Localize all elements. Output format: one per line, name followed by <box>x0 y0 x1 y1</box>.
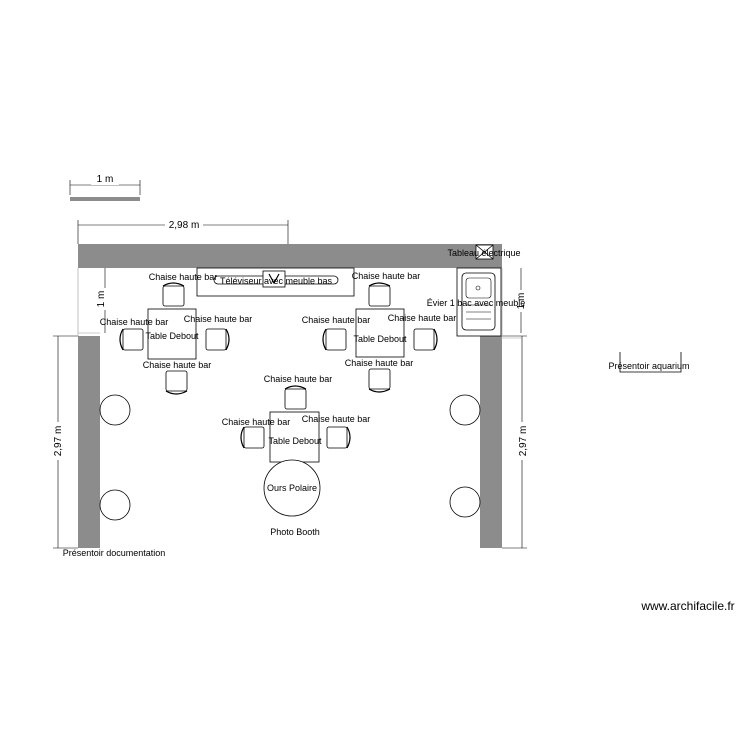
photo-booth-label: Photo Booth <box>270 527 320 537</box>
chair-1 <box>162 282 185 307</box>
dimension-right: 2,97 m <box>502 335 529 549</box>
electrical-panel-icon <box>475 244 494 260</box>
round-display <box>449 486 481 518</box>
standing-table-1 <box>147 308 197 360</box>
round-display <box>99 394 131 426</box>
chair-label: Chaise haute bar <box>100 317 169 327</box>
dimension-top-label: 2,98 m <box>169 220 200 231</box>
dimension-left-upper: 1 m <box>96 268 109 333</box>
chair-label: Chaise haute bar <box>302 414 371 424</box>
chair-4 <box>165 370 188 395</box>
dimension-right-upper: 1 m <box>515 268 527 333</box>
chair-5 <box>368 282 391 307</box>
chair-label: Chaise haute bar <box>352 271 421 281</box>
tv-unit <box>196 267 355 297</box>
walls <box>77 244 522 548</box>
dimension-left-label: 2,97 m <box>53 426 64 457</box>
standing-table-3 <box>269 411 320 463</box>
round-display <box>99 489 131 521</box>
chair-6 <box>322 328 347 351</box>
sink-unit <box>456 267 502 337</box>
chair-label: Chaise haute bar <box>184 314 253 324</box>
dimension-left-upper-label: 1 m <box>96 291 107 308</box>
chair-label: Chaise haute bar <box>222 417 291 427</box>
chair-label: Chaise haute bar <box>264 374 333 384</box>
chair-label: Chaise haute bar <box>149 272 218 282</box>
table-1-label: Table Debout <box>145 331 199 341</box>
sink-label: Évier 1 bac avec meuble <box>427 298 526 308</box>
table-2-label: Table Debout <box>353 334 407 344</box>
dimension-right-upper-label: 1 m <box>516 293 527 310</box>
watermark: www.archifacile.fr <box>640 599 734 613</box>
chair-label: Chaise haute bar <box>143 360 212 370</box>
chair-9 <box>284 385 307 410</box>
chair-3 <box>205 328 230 351</box>
scale-bar: 1 m <box>69 173 141 201</box>
electrical-panel-label: Tableau électrique <box>447 248 520 258</box>
chair-11 <box>326 426 351 449</box>
polar-bear-label: Ours Polaire <box>267 483 317 493</box>
chair-label: Chaise haute bar <box>388 313 457 323</box>
chair-7 <box>413 328 438 351</box>
aquarium-label: Présentoir aquarium <box>608 361 689 371</box>
chair-label: Chaise haute bar <box>345 358 414 368</box>
dimension-right-label: 2,97 m <box>518 426 529 457</box>
chair-8 <box>368 368 391 393</box>
documentation-stand-label: Présentoir documentation <box>63 548 166 558</box>
aquarium-display <box>619 352 682 373</box>
round-display <box>449 394 481 426</box>
chair-label: Chaise haute bar <box>302 315 371 325</box>
dimension-left: 2,97 m <box>52 335 78 549</box>
tv-label: Téléviseur avec meuble bas <box>220 276 333 286</box>
chair-2 <box>119 328 144 351</box>
scale-bar-label: 1 m <box>97 174 114 185</box>
dimension-top: 2,98 m <box>77 219 289 244</box>
polar-bear-display <box>263 459 321 517</box>
chair-10 <box>240 426 265 449</box>
standing-table-2 <box>355 308 405 358</box>
table-3-label: Table Debout <box>268 436 322 446</box>
